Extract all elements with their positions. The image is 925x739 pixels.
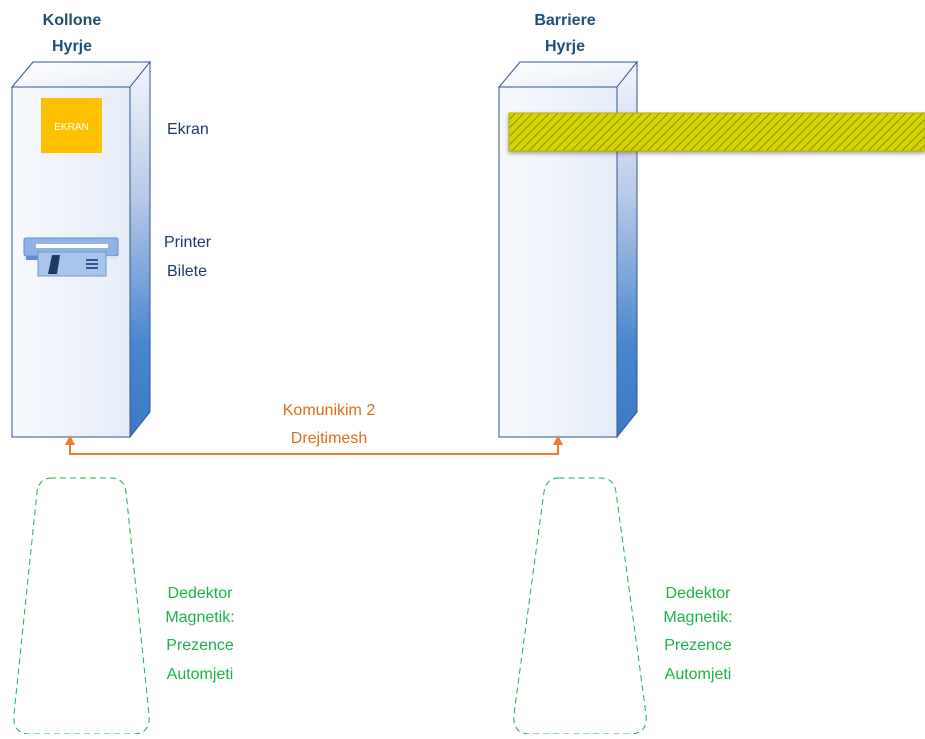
detector-loop-left (13, 477, 150, 735)
detector-left-line1: Dedektor (168, 585, 234, 602)
kiosk-side (129, 60, 151, 439)
barrier-title-line1: Barriere (534, 12, 595, 29)
link-label-line1: Komunikim 2 (283, 402, 376, 419)
link-label-line2: Drejtimesh (291, 430, 367, 447)
detector-left-line4: Automjeti (167, 666, 234, 683)
barrier-top (497, 61, 639, 88)
screen-icon (41, 98, 102, 153)
barrier-title-line2: Hyrje (545, 38, 585, 55)
kiosk-top (10, 61, 152, 88)
detector-right-line2: Magnetik: (663, 609, 732, 626)
kiosk-title-line1: Kollone (43, 12, 102, 29)
detector-loop-right (513, 477, 647, 735)
kiosk-title-line2: Hyrje (52, 38, 92, 55)
detector-right-line3: Prezence (664, 637, 732, 654)
printer-label-line2: Bilete (167, 263, 207, 280)
ticket-printer-icon (23, 237, 119, 277)
detector-left-line2: Magnetik: (165, 609, 234, 626)
detector-right-line1: Dedektor (666, 585, 732, 602)
barrier-boom-arm (508, 112, 925, 152)
screen-text: EKRAN (54, 122, 88, 133)
printer-label-line1: Printer (164, 234, 212, 251)
bidirectional-link-arrow (65, 435, 563, 455)
detector-right-line4: Automjeti (665, 666, 732, 683)
detector-left-line3: Prezence (166, 637, 234, 654)
kiosk-column: EKRAN (10, 60, 152, 439)
screen-label: Ekran (167, 121, 209, 138)
